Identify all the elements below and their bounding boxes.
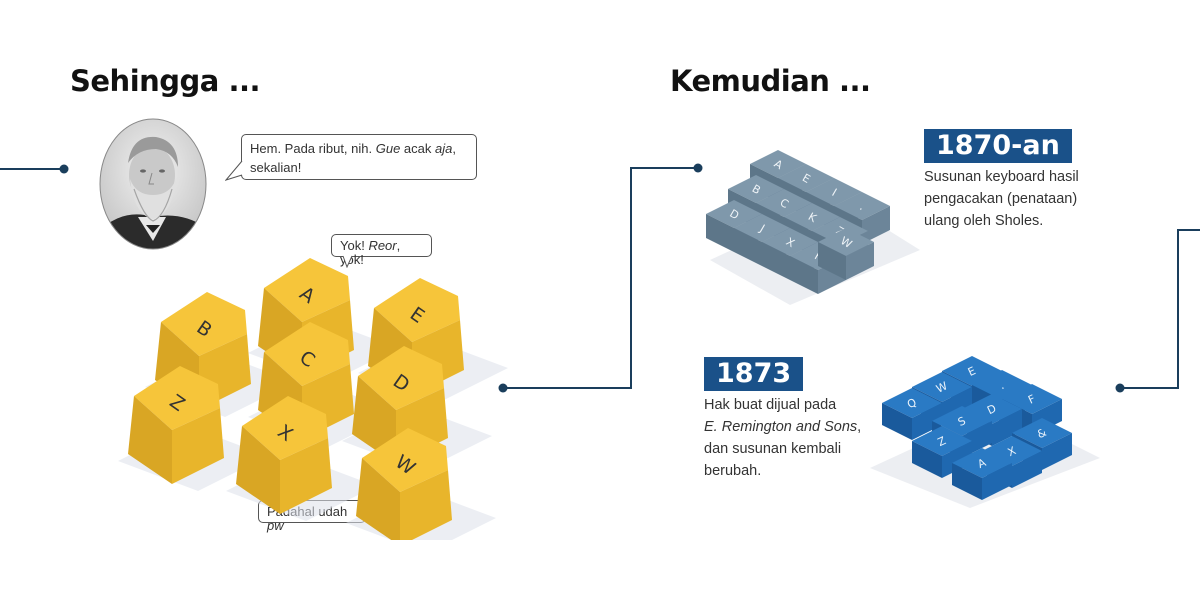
timeline-dot <box>693 163 703 173</box>
gray-keys-cluster: AEI.BCKZDJXFW <box>706 150 920 305</box>
key-label: I <box>830 186 839 199</box>
desc-line: dan susunan kembali <box>704 441 842 457</box>
speech-text: Hem. Pada ribut, nih. Gue acak aja, <box>250 141 456 156</box>
timeline-dot <box>59 164 69 174</box>
speech-text-line2: sekalian! <box>250 160 302 175</box>
desc-line: berubah. <box>704 463 762 479</box>
key-label: F <box>1026 392 1037 406</box>
desc-line: pengacakan (penataan) <box>924 191 1078 207</box>
yellow-key: D <box>352 346 448 464</box>
blue-key: Q <box>882 388 942 440</box>
timeline-dot <box>1115 383 1125 393</box>
blue-key: A <box>952 448 1012 500</box>
key-label: . <box>997 379 1006 392</box>
key-label: W <box>934 379 949 395</box>
blue-key: & <box>1012 418 1072 470</box>
year-badge-1873: 1873 <box>704 357 804 391</box>
section-heading-left: Sehingga ... <box>70 64 261 98</box>
desc-line: E. Remington and Sons, <box>704 419 862 435</box>
timeline-dot <box>498 383 508 393</box>
year-badge-1870an: 1870-an <box>924 129 1072 163</box>
key-label: E <box>966 364 978 379</box>
yellow-key: Z <box>128 366 224 484</box>
desc-line: Hak buat dijual pada <box>704 397 837 413</box>
section-heading-right: Kemudian ... <box>670 64 871 98</box>
event-1873-description: Hak buat dijual pada E. Remington and So… <box>704 394 861 482</box>
blue-key: Z <box>912 426 972 478</box>
key-label: . <box>857 200 867 213</box>
portrait-sholes <box>99 118 207 250</box>
yellow-key: X <box>236 396 332 514</box>
gray-key: W <box>818 228 874 280</box>
key-label: S <box>956 414 968 429</box>
desc-line: ulang oleh Sholes. <box>924 213 1044 229</box>
speech-bubble-sholes: Hem. Pada ribut, nih. Gue acak aja, seka… <box>241 134 477 180</box>
speech-tail <box>225 160 243 181</box>
event-1870an-description: Susunan keyboard hasil pengacakan (penat… <box>924 166 1079 232</box>
speech-tail <box>342 255 353 268</box>
yellow-key: W <box>356 428 452 540</box>
desc-line: Susunan keyboard hasil <box>924 169 1079 185</box>
key-label: J <box>757 222 767 235</box>
